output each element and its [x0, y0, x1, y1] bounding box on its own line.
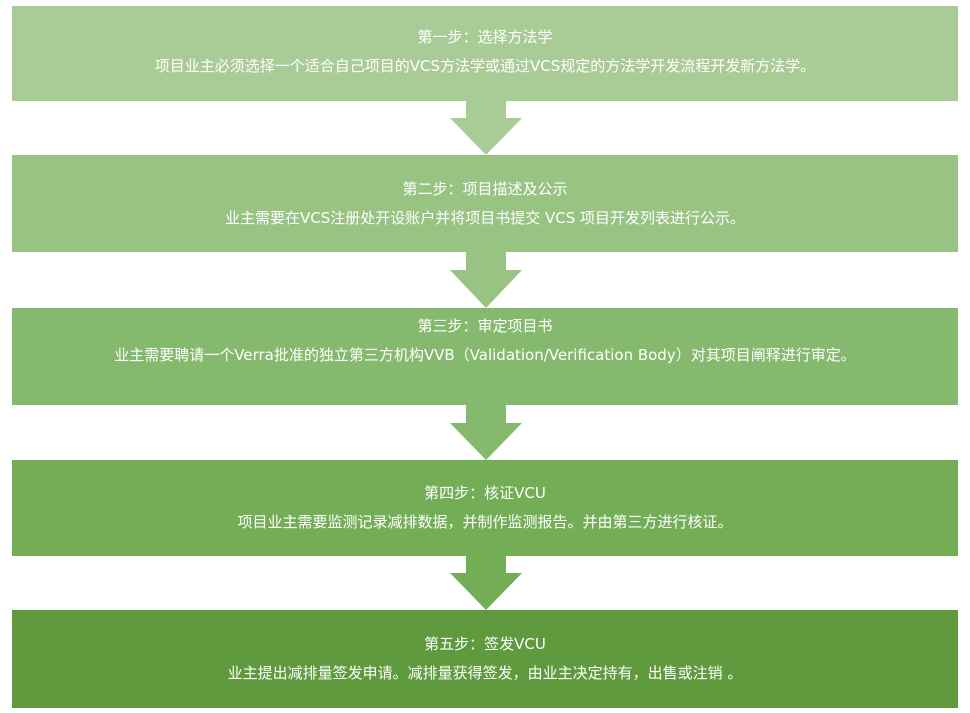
- step-5-title: 第五步：签发VCU: [424, 635, 546, 653]
- step-1-title: 第一步：选择方法学: [417, 28, 553, 46]
- step-2-title: 第二步：项目描述及公示: [402, 180, 568, 198]
- step-3-description: 业主需要聘请一个Verra批准的独立第三方机构VVB（Validation/Ve…: [114, 346, 856, 364]
- down-arrow-icon: [450, 556, 522, 610]
- step-2-description: 业主需要在VCS注册处开设账户并将项目书提交 VCS 项目开发列表进行公示。: [224, 209, 746, 227]
- step-3-title: 第三步：审定项目书: [417, 317, 553, 335]
- step-4-title: 第四步：核证VCU: [424, 484, 546, 502]
- step-1-box: 第一步：选择方法学 项目业主必须选择一个适合自己项目的VCS方法学或通过VCS规…: [12, 6, 958, 101]
- step-5-box: 第五步：签发VCU 业主提出减排量签发申请。减排量获得签发，由业主决定持有，出售…: [12, 610, 958, 708]
- down-arrow-icon: [450, 405, 522, 460]
- down-arrow-icon: [450, 252, 522, 308]
- step-1-description: 项目业主必须选择一个适合自己项目的VCS方法学或通过VCS规定的方法学开发流程开…: [154, 57, 816, 75]
- down-arrow-icon: [450, 101, 522, 155]
- step-4-box: 第四步：核证VCU 项目业主需要监测记录减排数据，并制作监测报告。并由第三方进行…: [12, 460, 958, 556]
- step-4-description: 项目业主需要监测记录减排数据，并制作监测报告。并由第三方进行核证。: [237, 513, 733, 531]
- step-5-description: 业主提出减排量签发申请。减排量获得签发，由业主决定持有，出售或注销 。: [227, 664, 743, 682]
- step-2-box: 第二步：项目描述及公示 业主需要在VCS注册处开设账户并将项目书提交 VCS 项…: [12, 155, 958, 252]
- step-3-box: 第三步：审定项目书 业主需要聘请一个Verra批准的独立第三方机构VVB（Val…: [12, 308, 958, 405]
